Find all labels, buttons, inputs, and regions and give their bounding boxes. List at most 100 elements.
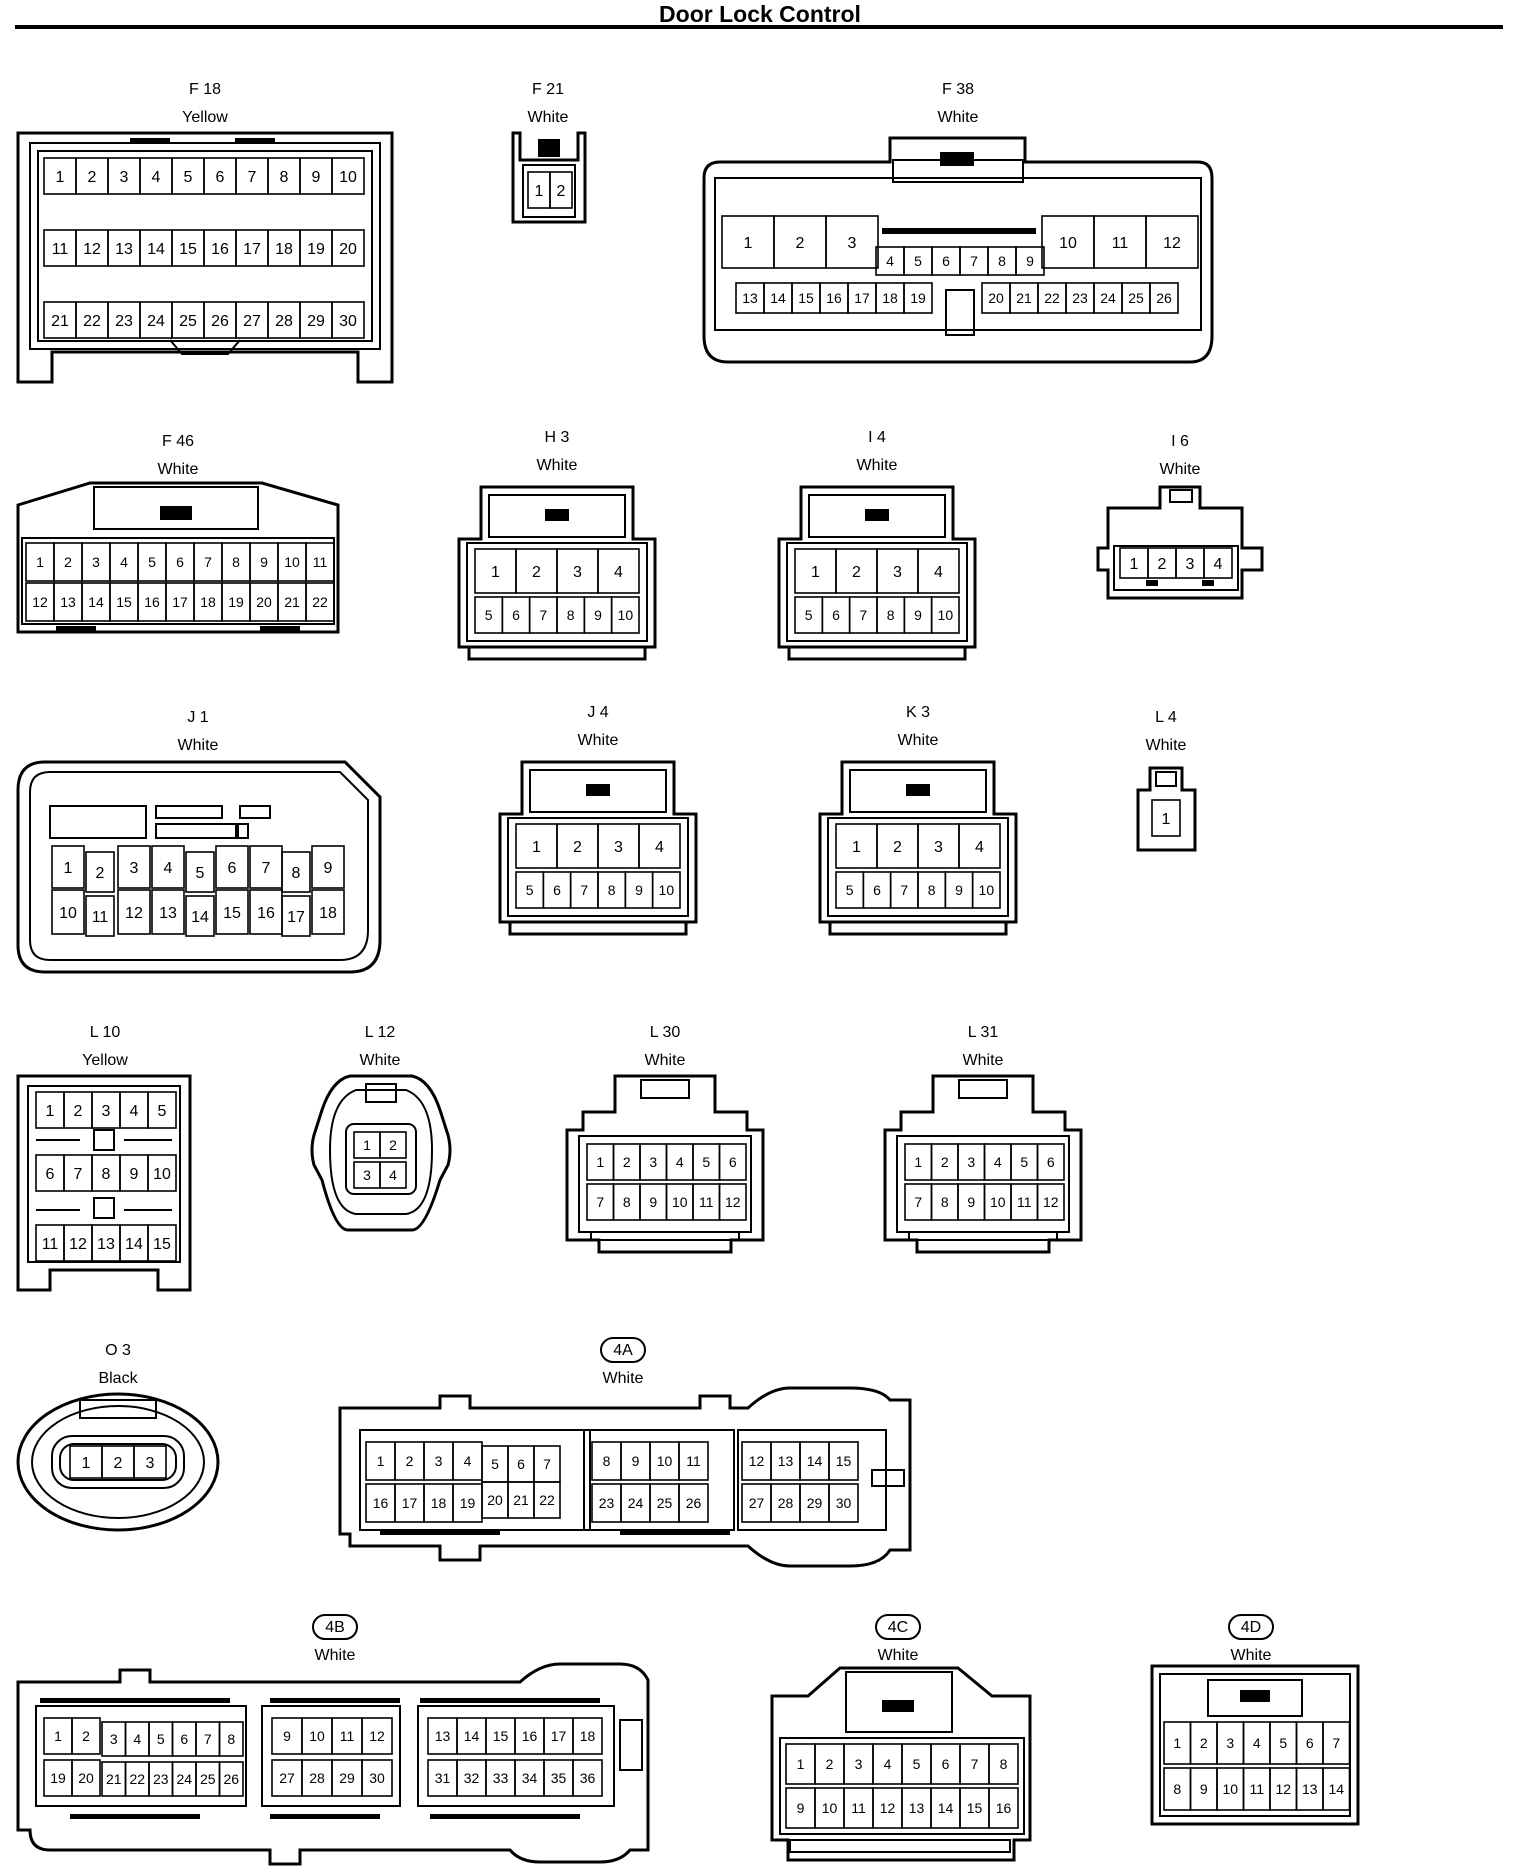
pin-label: 14 <box>125 1236 143 1253</box>
pin-label: 18 <box>882 290 898 306</box>
pin-label: 25 <box>657 1495 673 1511</box>
pin-label: 5 <box>846 882 854 898</box>
pin-label: 12 <box>83 241 101 258</box>
pin-label: 14 <box>770 290 786 306</box>
pin-label: 19 <box>50 1770 66 1786</box>
pin-label: 8 <box>887 607 895 623</box>
pin-label: 9 <box>914 607 922 623</box>
pin-label: 8 <box>1000 1756 1008 1772</box>
pin-label: 11 <box>1249 1781 1264 1797</box>
pin-label: 5 <box>485 607 493 623</box>
connector-code: I 4 <box>868 429 886 446</box>
pin-label: 13 <box>1302 1781 1318 1797</box>
pin-label: 3 <box>614 839 623 856</box>
pin-label: 10 <box>153 1166 171 1183</box>
pin-label: 19 <box>307 241 325 258</box>
pin-label: 4 <box>676 1154 684 1170</box>
pin-label: 20 <box>78 1770 94 1786</box>
pin-label: 33 <box>493 1770 509 1786</box>
pin-label: 3 <box>435 1453 443 1469</box>
pin-label: 20 <box>487 1492 503 1508</box>
pin-label: 10 <box>938 607 954 623</box>
pin-label: 15 <box>116 594 132 610</box>
pin-label: 14 <box>1328 1781 1344 1797</box>
connector-color: White <box>537 457 578 474</box>
pin-label: 8 <box>941 1194 949 1210</box>
connector-color: White <box>158 461 199 478</box>
connector-color: White <box>528 109 569 126</box>
pin-label: 16 <box>373 1495 389 1511</box>
connector-code: 4A <box>613 1342 633 1359</box>
pin-label: 10 <box>339 169 357 186</box>
pin-label: 14 <box>147 241 165 258</box>
pin-label: 2 <box>557 183 566 200</box>
pin-label: 3 <box>934 839 943 856</box>
pin-label: 28 <box>309 1770 325 1786</box>
pin-label: 1 <box>852 839 861 856</box>
connector-color: White <box>603 1370 644 1387</box>
connector-code: L 12 <box>365 1024 396 1041</box>
pin-label: 31 <box>435 1770 451 1786</box>
pin-label: 6 <box>517 1456 525 1472</box>
connector-color: White <box>1231 1647 1272 1664</box>
pin-label: 11 <box>851 1800 866 1816</box>
pin-label: 26 <box>1156 290 1172 306</box>
connector-code: L 10 <box>90 1024 121 1041</box>
pin-label: 8 <box>102 1166 111 1183</box>
connector-color: Yellow <box>182 109 228 126</box>
pin-label: 9 <box>283 1728 291 1744</box>
pin-label: 9 <box>260 554 268 570</box>
pin-label: 1 <box>1162 811 1171 828</box>
connector-code: L 4 <box>1155 709 1177 726</box>
connector-color: White <box>1160 461 1201 478</box>
pin-label: 1 <box>363 1137 371 1153</box>
pin-label: 1 <box>744 235 753 252</box>
pin-label: 11 <box>1017 1194 1032 1210</box>
pin-label: 9 <box>632 1453 640 1469</box>
pin-label: 1 <box>532 839 541 856</box>
pin-label: 6 <box>176 554 184 570</box>
pin-label: 8 <box>292 865 301 882</box>
pin-label: 20 <box>339 241 357 258</box>
pin-label: 7 <box>204 554 212 570</box>
pin-label: 17 <box>402 1495 418 1511</box>
pin-label: 17 <box>172 594 188 610</box>
pin-label: 24 <box>176 1771 192 1787</box>
connector-color: White <box>898 732 939 749</box>
pin-label: 1 <box>1130 556 1139 573</box>
pin-label: 18 <box>431 1495 447 1511</box>
pin-label: 21 <box>51 313 69 330</box>
pin-label: 5 <box>526 882 534 898</box>
pin-label: 21 <box>106 1771 122 1787</box>
pin-label: 16 <box>144 594 160 610</box>
pin-label: 8 <box>998 253 1006 269</box>
pin-label: 8 <box>1173 1781 1181 1797</box>
pin-label: 1 <box>377 1453 385 1469</box>
pin-label: 24 <box>147 313 165 330</box>
pin-label: 4 <box>934 564 943 581</box>
pin-label: 7 <box>204 1731 212 1747</box>
pin-label: 14 <box>938 1800 954 1816</box>
pin-label: 6 <box>228 860 237 877</box>
pin-label: 4 <box>884 1756 892 1772</box>
pin-label: 34 <box>522 1770 538 1786</box>
connector-color: Yellow <box>82 1052 128 1069</box>
pin-label: 10 <box>1059 235 1077 252</box>
connector-color: White <box>178 737 219 754</box>
pin-label: 3 <box>855 1756 863 1772</box>
pin-label: 7 <box>900 882 908 898</box>
pin-label: 5 <box>805 607 813 623</box>
pin-label: 12 <box>125 905 143 922</box>
pin-label: 15 <box>493 1728 509 1744</box>
pin-label: 7 <box>74 1166 83 1183</box>
connector-color: White <box>938 109 979 126</box>
pin-label: 7 <box>262 860 271 877</box>
